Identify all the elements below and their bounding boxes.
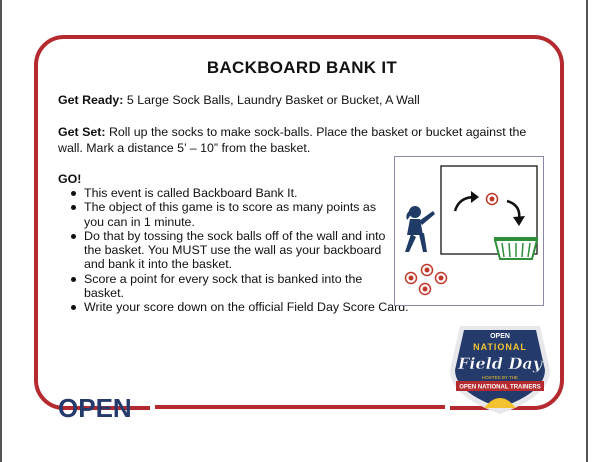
- kid-throwing-icon: [405, 206, 435, 252]
- sock-ball-icon: [404, 271, 418, 285]
- badge-brand: OPEN: [490, 333, 510, 340]
- list-item: Write your score down on the official Fi…: [58, 300, 504, 314]
- national-field-day-badge: OPEN NATIONAL Field Day HOSTED BY THE OP…: [450, 326, 550, 414]
- badge-line-national: NATIONAL: [473, 342, 527, 352]
- open-logo: OPEN: [58, 393, 132, 422]
- page-title: BACKBOARD BANK IT: [206, 58, 398, 77]
- go-label: GO!: [58, 172, 82, 186]
- badge-line-field-day: Field Day: [457, 354, 544, 373]
- sock-ball-icon: [485, 192, 499, 206]
- badge-line-hosted: HOSTED BY THE: [482, 375, 518, 380]
- curved-arrow-icon: [453, 191, 479, 212]
- badge-ribbon: [456, 381, 544, 391]
- sock-ball-icon: [418, 282, 432, 296]
- list-item: Score a point for every sock that is ban…: [58, 272, 396, 301]
- list-item: The object of this game is to score as m…: [58, 200, 384, 229]
- frame-gap: [150, 400, 450, 420]
- sock-ball-icon: [434, 271, 448, 285]
- get-ready-paragraph: Get Ready: 5 Large Sock Balls, Laundry B…: [58, 92, 538, 108]
- get-ready-label: Get Ready:: [58, 93, 124, 107]
- go-instructions-list: This event is called Backboard Bank It. …: [58, 186, 504, 315]
- footer-divider: [155, 405, 445, 409]
- badge-sun-shape: [484, 398, 516, 408]
- get-ready-text: 5 Large Sock Balls, Laundry Basket or Bu…: [123, 93, 420, 107]
- curved-arrow-icon: [506, 199, 525, 226]
- get-set-label: Get Set:: [58, 125, 106, 139]
- list-item: Do that by tossing the sock balls off of…: [58, 229, 397, 272]
- list-item: This event is called Backboard Bank It.: [58, 186, 384, 200]
- get-set-text: Roll up the socks to make sock-balls. Pl…: [58, 125, 527, 155]
- get-set-paragraph: Get Set: Roll up the socks to make sock-…: [58, 124, 538, 156]
- game-illustration: [394, 156, 544, 306]
- window-right-edge: [586, 0, 588, 462]
- open-logo-text: OPEN: [58, 393, 132, 422]
- laundry-basket-icon: [493, 237, 539, 260]
- sock-ball-icon: [420, 263, 434, 277]
- window-left-edge: [0, 0, 2, 462]
- badge-line-trainers: OPEN NATIONAL TRAINERS: [459, 385, 540, 391]
- game-illustration-svg: [404, 165, 539, 296]
